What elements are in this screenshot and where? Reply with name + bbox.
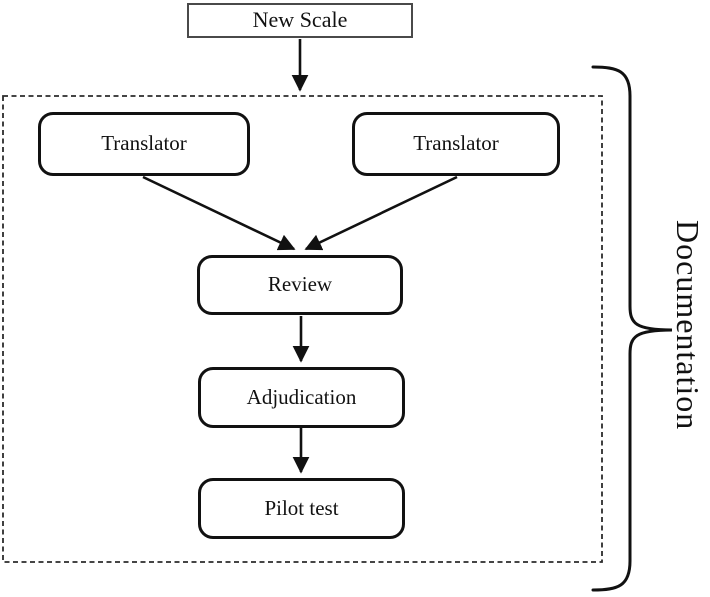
node-adjudication: Adjudication <box>198 367 405 428</box>
documentation-brace <box>591 65 673 592</box>
node-review: Review <box>197 255 403 315</box>
arrow-translator-right-to-review <box>304 175 458 251</box>
documentation-group-dashed-border <box>2 95 603 563</box>
node-translator-left: Translator <box>38 112 250 176</box>
node-translator-right: Translator <box>352 112 560 176</box>
node-pilot-test: Pilot test <box>198 478 405 539</box>
node-new-scale: New Scale <box>187 3 413 38</box>
arrow-translator-left-to-review <box>142 175 296 251</box>
documentation-label: Documentation <box>670 220 706 431</box>
